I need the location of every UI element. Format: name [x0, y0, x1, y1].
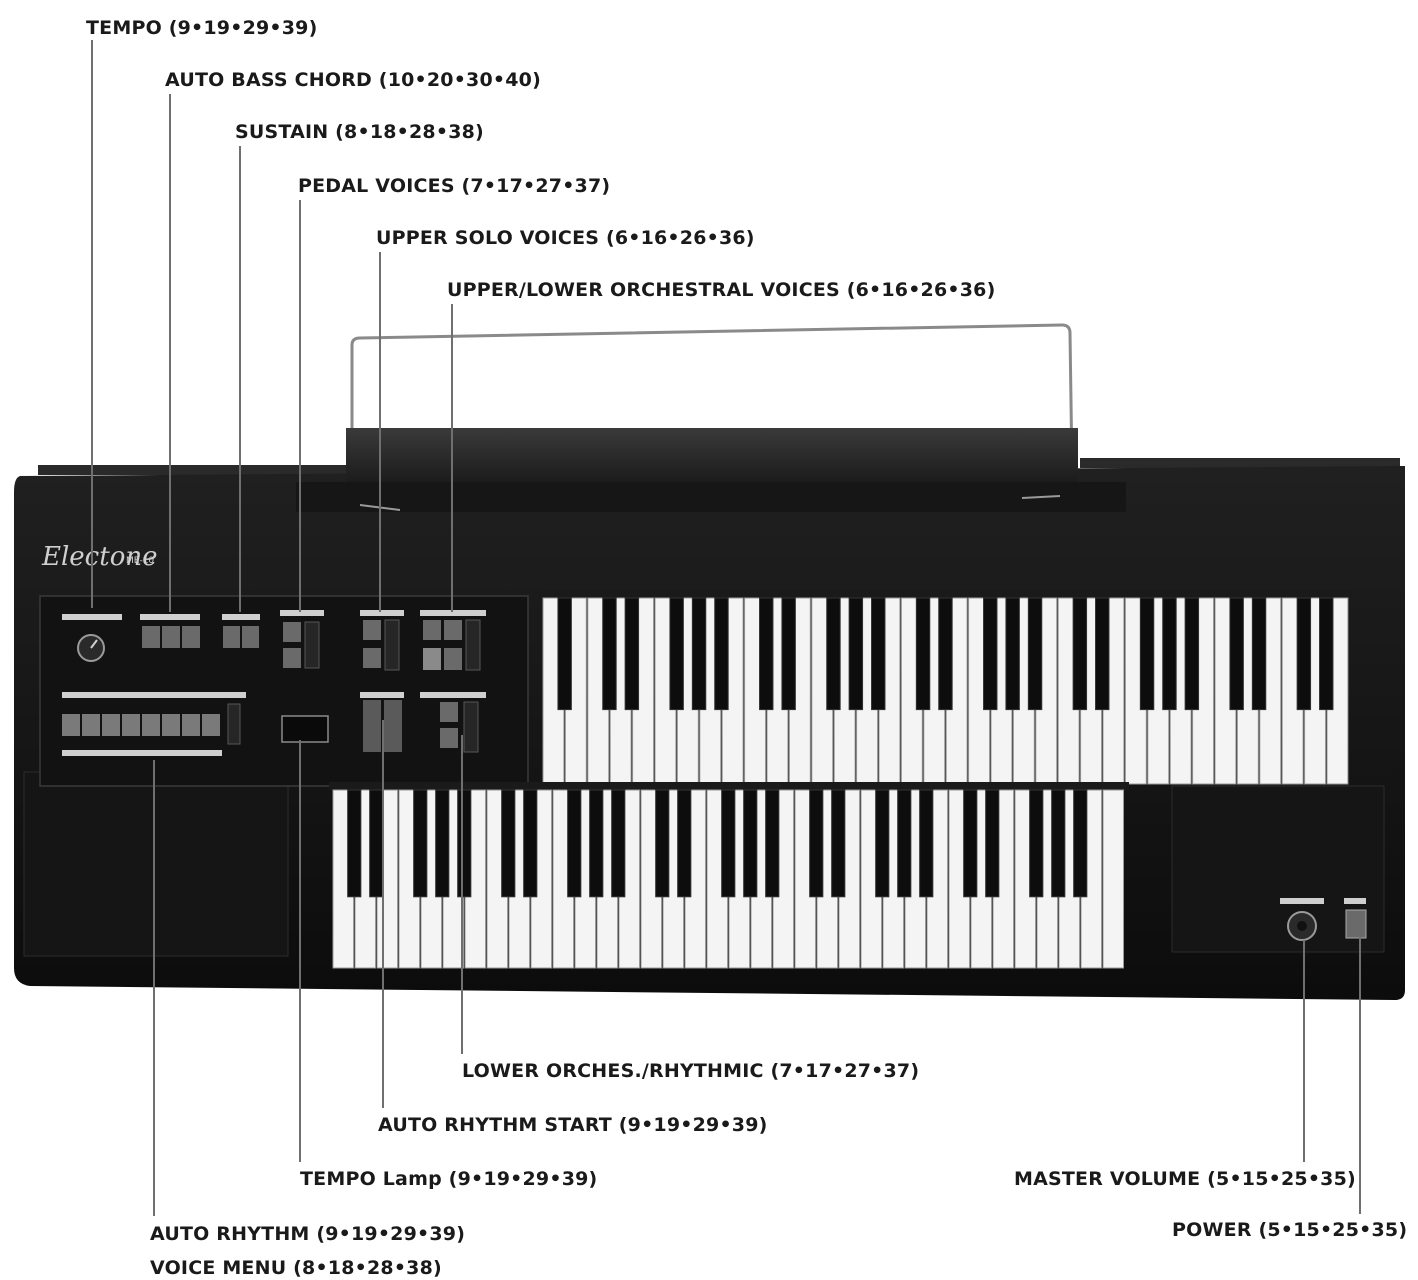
upper-keyboard [539, 590, 1354, 785]
orchestral-voices-buttons[interactable] [420, 610, 486, 671]
label-upper-lower-orchestral-voices: UPPER/LOWER ORCHESTRAL VOICES (6•16•26•3… [447, 279, 995, 301]
label-lower-orches-rhythmic: LOWER ORCHES./RHYTHMIC (7•17•27•37) [462, 1060, 919, 1082]
black-key[interactable] [765, 789, 780, 898]
white-key[interactable] [1102, 789, 1124, 969]
black-key[interactable] [567, 789, 582, 898]
black-key[interactable] [457, 789, 472, 898]
callout-labels: TEMPO (9•19•29•39) AUTO BASS CHORD (10•2… [86, 17, 1407, 1279]
black-key[interactable] [1229, 597, 1244, 711]
black-key[interactable] [831, 789, 846, 898]
black-key[interactable] [1051, 789, 1066, 898]
black-key[interactable] [897, 789, 912, 898]
black-key[interactable] [347, 789, 362, 898]
label-power: POWER (5•15•25•35) [1172, 1219, 1407, 1241]
upper-solo-voices-buttons[interactable] [360, 610, 404, 671]
black-key[interactable] [669, 597, 684, 711]
black-key[interactable] [435, 789, 450, 898]
pedal-voices-buttons[interactable] [280, 610, 324, 669]
black-key[interactable] [826, 597, 841, 711]
black-key[interactable] [611, 789, 626, 898]
black-key[interactable] [938, 597, 953, 711]
label-pedal-voices: PEDAL VOICES (7•17•27•37) [298, 175, 610, 197]
tempo-knob[interactable] [62, 614, 122, 662]
black-key[interactable] [1184, 597, 1200, 711]
black-key[interactable] [915, 597, 931, 711]
black-key[interactable] [589, 789, 604, 898]
black-key[interactable] [759, 597, 774, 711]
black-key[interactable] [1005, 597, 1020, 711]
lower-keyboard [329, 782, 1129, 969]
label-master-volume: MASTER VOLUME (5•15•25•35) [1014, 1168, 1356, 1190]
black-key[interactable] [1162, 597, 1177, 711]
master-volume-knob[interactable] [1280, 898, 1324, 941]
black-key[interactable] [1027, 597, 1043, 711]
auto-rhythm-start-buttons[interactable] [360, 692, 404, 752]
black-key[interactable] [557, 597, 572, 711]
brand-logo: Electone [41, 542, 157, 572]
black-key[interactable] [691, 597, 707, 711]
lower-orches-rhythmic-buttons[interactable] [420, 692, 486, 753]
black-key[interactable] [871, 597, 886, 711]
label-upper-solo-voices: UPPER SOLO VOICES (6•16•26•36) [376, 227, 755, 249]
black-key[interactable] [501, 789, 516, 898]
label-tempo: TEMPO (9•19•29•39) [86, 17, 317, 39]
auto-rhythm-buttons[interactable] [62, 692, 246, 756]
black-key[interactable] [1251, 597, 1267, 711]
black-key[interactable] [369, 789, 384, 898]
brand-model: ME-10 [126, 556, 154, 566]
black-key[interactable] [848, 597, 864, 711]
black-key[interactable] [809, 789, 824, 898]
label-auto-rhythm-start: AUTO RHYTHM START (9•19•29•39) [378, 1114, 768, 1136]
black-key[interactable] [1296, 597, 1312, 711]
black-key[interactable] [781, 597, 796, 711]
black-key[interactable] [1073, 789, 1088, 898]
black-key[interactable] [1072, 597, 1088, 711]
black-key[interactable] [413, 789, 428, 898]
black-key[interactable] [714, 597, 729, 711]
label-tempo-lamp: TEMPO Lamp (9•19•29•39) [300, 1168, 597, 1190]
black-key[interactable] [721, 789, 736, 898]
tempo-lamp [281, 715, 329, 743]
black-key[interactable] [983, 597, 998, 711]
black-key[interactable] [1029, 789, 1044, 898]
label-auto-bass-chord: AUTO BASS CHORD (10•20•30•40) [165, 69, 541, 91]
black-key[interactable] [875, 789, 890, 898]
black-key[interactable] [655, 789, 670, 898]
label-auto-rhythm: AUTO RHYTHM (9•19•29•39) [150, 1223, 465, 1245]
black-key[interactable] [985, 789, 1000, 898]
leader-lines [91, 40, 1361, 1216]
label-sustain: SUSTAIN (8•18•28•38) [235, 121, 484, 143]
sustain-buttons[interactable] [222, 614, 260, 648]
black-key[interactable] [919, 789, 934, 898]
auto-bass-chord-buttons[interactable] [140, 614, 200, 648]
black-key[interactable] [523, 789, 538, 898]
black-key[interactable] [963, 789, 978, 898]
brand: Electone ME-10 [41, 542, 157, 572]
black-key[interactable] [1095, 597, 1110, 711]
black-key[interactable] [743, 789, 758, 898]
black-key[interactable] [1319, 597, 1334, 711]
music-stand [296, 323, 1126, 512]
black-key[interactable] [602, 597, 617, 711]
black-key[interactable] [1139, 597, 1155, 711]
black-key[interactable] [624, 597, 640, 711]
black-key[interactable] [677, 789, 692, 898]
control-panel [39, 595, 529, 787]
label-voice-menu: VOICE MENU (8•18•28•38) [150, 1257, 442, 1279]
power-switch[interactable] [1344, 898, 1367, 939]
